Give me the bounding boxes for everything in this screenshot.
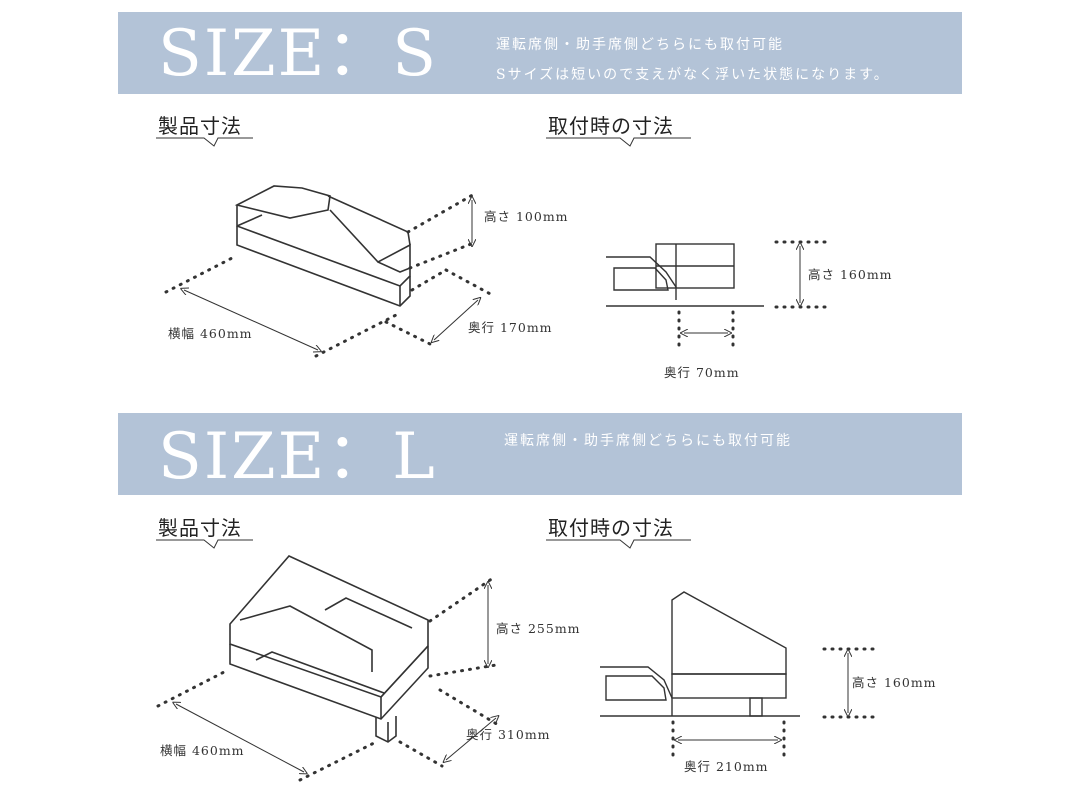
size-s-width-label: 横幅 460mm [168, 326, 253, 341]
heading-underlines [156, 137, 691, 549]
size-l-product-heading: 製品寸法 [158, 516, 242, 540]
size-l-product-drawing [229, 555, 429, 743]
size-s-title: SIZE：S [158, 17, 439, 91]
size-s-product-dotted [164, 191, 496, 358]
size-s-installed-drawing [606, 243, 764, 307]
size-l-product-arrows [176, 585, 496, 772]
size-l-installed-arrows [678, 653, 848, 740]
size-l-title: SIZE：L [158, 420, 437, 494]
size-l-depth-label: 奥行 310mm [466, 727, 551, 742]
size-l-installed-heading: 取付時の寸法 [548, 516, 674, 540]
size-l-installed-drawing [600, 591, 800, 717]
size-l-installed-height-label: 高さ 160mm [852, 675, 937, 690]
size-s-depth-label: 奥行 170mm [468, 320, 553, 335]
size-s-product-arrows [184, 200, 478, 350]
size-s-installed-depth-label: 奥行 70mm [664, 365, 740, 380]
size-l-banner: SIZE：L 運転席側・助手席側どちらにも取付可能 [118, 413, 962, 495]
size-s-installed-heading: 取付時の寸法 [548, 114, 674, 138]
size-l-height-label: 高さ 255mm [496, 621, 581, 636]
size-s-product-drawing [234, 185, 411, 307]
size-l-note-line1: 運転席側・助手席側どちらにも取付可能 [504, 433, 792, 449]
size-l-width-label: 横幅 460mm [160, 743, 245, 758]
size-s-note-line2: Sサイズは短いので支えがなく浮いた状態になります。 [496, 67, 890, 83]
size-s-installed-height-label: 高さ 160mm [808, 267, 893, 282]
size-s-product-heading: 製品寸法 [158, 114, 242, 138]
size-s-installed-arrows [684, 246, 800, 333]
size-s-installed-dotted [677, 240, 828, 354]
size-l-installed-depth-label: 奥行 210mm [684, 759, 769, 774]
size-l-installed-dotted [671, 647, 878, 760]
size-s-height-label: 高さ 100mm [484, 209, 569, 224]
size-s-banner: SIZE：S 運転席側・助手席側どちらにも取付可能 Sサイズは短いので支えがなく… [118, 12, 962, 94]
size-s-note-line1: 運転席側・助手席側どちらにも取付可能 [496, 37, 784, 53]
